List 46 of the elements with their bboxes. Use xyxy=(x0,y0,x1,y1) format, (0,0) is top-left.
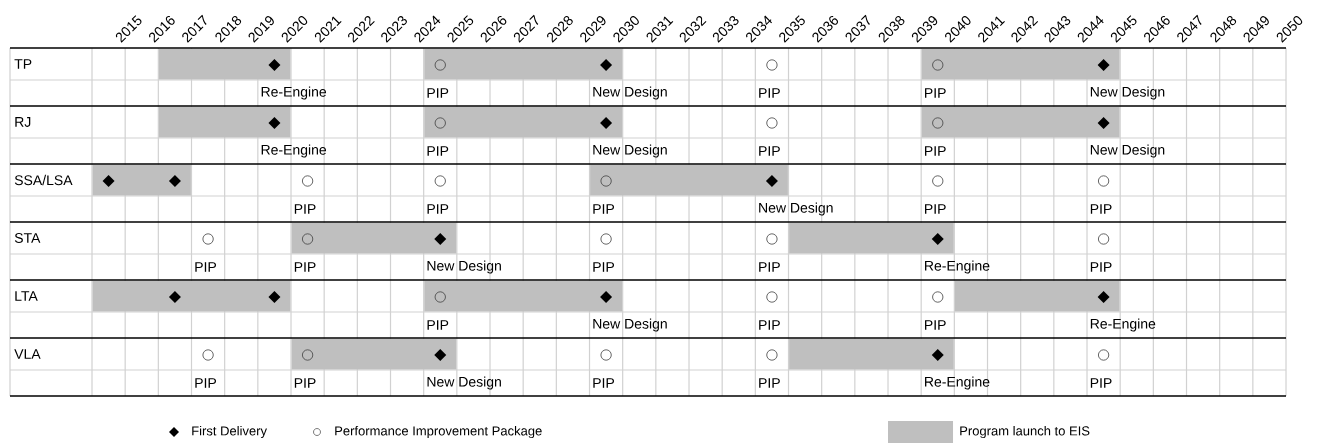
row-label: LTA xyxy=(15,291,38,301)
cell-text: Re-Engine xyxy=(925,376,990,390)
cell-text: PIP xyxy=(1090,204,1112,214)
cell-text: Re-Engine xyxy=(261,86,327,100)
legend-text: First Delivery xyxy=(192,425,267,439)
cell-text: PIP xyxy=(294,204,316,214)
cell-text: New Design xyxy=(427,260,501,274)
cell-text: New Design xyxy=(593,144,667,158)
cell-text: New Design xyxy=(759,202,833,216)
cell-text: PIP xyxy=(759,320,780,330)
cell-text: PIP xyxy=(1090,262,1112,272)
cell-text: PIP xyxy=(925,146,946,156)
row-label: SSA/LSA xyxy=(14,174,73,186)
cell-text: PIP xyxy=(195,262,217,272)
cell-text: PIP xyxy=(1090,378,1112,388)
cell-text: PIP xyxy=(427,320,449,330)
legend-text: Program launch to EIS xyxy=(960,425,1090,439)
cell-text: New Design xyxy=(427,376,501,390)
cell-text: Re-Engine xyxy=(261,144,327,158)
cell-text: PIP xyxy=(593,378,615,388)
cell-text: New Design xyxy=(1090,144,1165,158)
cell-text: PIP xyxy=(195,378,217,388)
cell-text: PIP xyxy=(925,204,946,214)
cell-text: Re-Engine xyxy=(925,260,990,274)
cell-text: PIP xyxy=(427,204,449,214)
cell-text: PIP xyxy=(294,262,316,272)
row-label: RJ xyxy=(15,117,31,127)
row-label: STA xyxy=(14,233,41,243)
cell-text: New Design xyxy=(593,318,667,332)
cell-text: PIP xyxy=(925,88,946,98)
cell-text: PIP xyxy=(759,146,780,156)
cell-text: PIP xyxy=(759,88,780,98)
cell-text: PIP xyxy=(759,262,780,272)
legend-text: Performance Improvement Package xyxy=(335,425,542,439)
cell-text: PIP xyxy=(593,204,615,214)
cell-text: PIP xyxy=(427,146,449,156)
cell-text: PIP xyxy=(427,88,449,98)
cell-text: PIP xyxy=(593,262,615,272)
row-label: VLA xyxy=(14,349,41,359)
cell-text: New Design xyxy=(1090,86,1165,100)
cell-text: PIP xyxy=(925,320,946,330)
cell-text: Re-Engine xyxy=(1090,318,1156,332)
row-label: TP xyxy=(14,59,32,69)
cell-text: PIP xyxy=(759,378,780,388)
cell-text: New Design xyxy=(593,86,667,100)
cell-text: PIP xyxy=(294,378,316,388)
